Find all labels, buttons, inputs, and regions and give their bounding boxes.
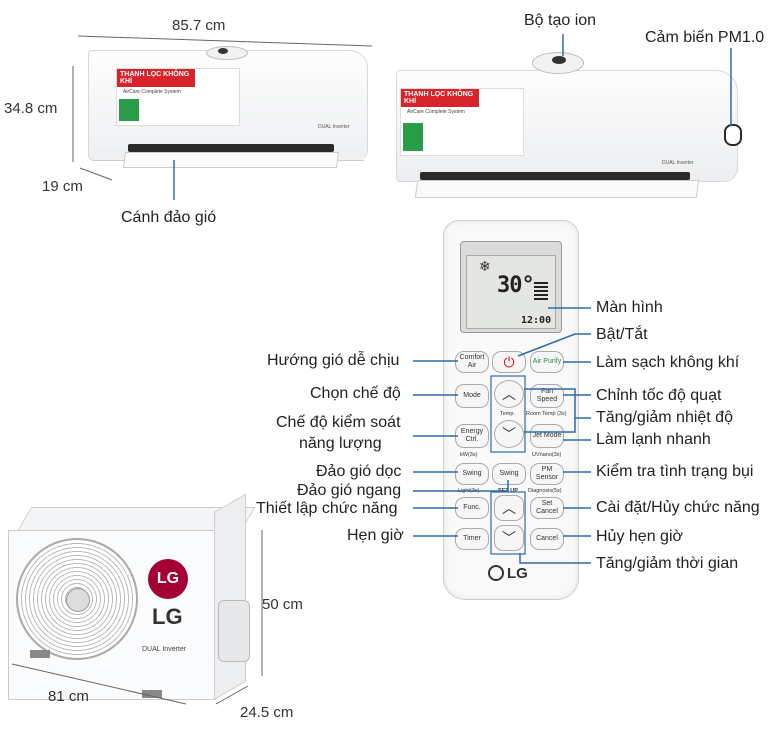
label-purify: Làm sạch không khí (596, 354, 740, 371)
ion-generator-right-dot (552, 56, 566, 64)
temp-label: Temp. (500, 411, 515, 417)
outdoor-valve-cover (218, 600, 250, 662)
outdoor-fan-grille (16, 538, 138, 660)
chevron-up-icon-2: ︿ (502, 500, 516, 516)
fan-bars-icon (534, 282, 548, 300)
outdoor-height: 50 cm (262, 596, 303, 613)
label-func: Thiết lập chức năng (256, 500, 398, 517)
indoor-height: 34.8 cm (4, 100, 58, 117)
uvnano-label: UVnano(3s) (532, 452, 562, 458)
remote-brand: LG (507, 565, 528, 582)
sticker-right: THANH LỌC KHÔNG KHÍ AirCare Complete Sys… (400, 88, 524, 156)
label-time: Tăng/giảm thời gian (596, 555, 739, 572)
label-cancel: Hủy hẹn giờ (596, 528, 683, 545)
display-time: 12:00 (521, 315, 552, 326)
display-temperature: 30° (497, 273, 535, 298)
sticker-left: THANH LỌC KHÔNG KHÍ AirCare Complete Sys… (116, 68, 240, 126)
diagnosis-label: Diagnosis(5s) (528, 488, 562, 494)
sticker-title-right: THANH LỌC KHÔNG KHÍ (401, 89, 479, 107)
label-louver: Cánh đảo gió (121, 209, 217, 226)
outdoor-fan-hub (66, 588, 90, 612)
temp-up-button[interactable]: ︿ (494, 380, 524, 408)
label-swing-h: Đảo gió ngang (297, 482, 402, 499)
outdoor-model: DUAL Inverter (142, 646, 187, 653)
time-up-button[interactable]: ︿ (494, 495, 524, 521)
label-energy-2: năng lượng (299, 435, 382, 452)
label-ion: Bộ tạo ion (524, 12, 597, 29)
sticker-subtitle: AirCare Complete System (123, 89, 181, 95)
outdoor-foot-1 (30, 650, 50, 658)
jet-mode-button[interactable]: Jet Mode (530, 424, 564, 448)
remote-lg-logo (488, 565, 504, 581)
energy-label-right (403, 123, 423, 151)
label-swing-v: Đảo gió dọc (316, 463, 402, 480)
temp-down-button[interactable]: ﹀ (494, 420, 524, 448)
kwh-label: kW(3s) (460, 452, 478, 458)
fan-speed-button[interactable]: Fan Speed (530, 384, 564, 408)
cancel-button[interactable]: Cancel (530, 528, 564, 550)
swing-vertical-button[interactable]: Swing (455, 463, 489, 485)
label-mode: Chọn chế độ (310, 385, 401, 402)
label-pm-sensor: Kiểm tra tình trạng bụi (596, 463, 754, 480)
room-temp-label: Room Temp (3s) (526, 411, 567, 417)
louver-right (420, 172, 690, 180)
indoor-width: 85.7 cm (172, 17, 226, 34)
label-jet: Làm lạnh nhanh (596, 431, 711, 448)
snowflake-icon: ❄ (479, 258, 491, 274)
energy-label (119, 99, 139, 121)
time-down-button[interactable]: ﹀ (494, 525, 524, 551)
chevron-up-icon: ︿ (502, 386, 516, 402)
label-fan: Chỉnh tốc độ quạt (596, 387, 722, 404)
indoor-right-lines (562, 34, 732, 126)
outdoor-depth: 24.5 cm (240, 704, 294, 721)
swing-horizontal-button[interactable]: Swing (492, 463, 526, 485)
power-icon: ⏻ (503, 354, 515, 370)
label-comfort: Hướng gió dễ chịu (267, 352, 400, 369)
label-screen: Màn hình (596, 299, 663, 316)
mode-button[interactable]: Mode (455, 384, 489, 408)
pm-sensor-indoor (724, 124, 742, 146)
label-energy-1: Chế độ kiểm soát (276, 414, 401, 431)
label-set: Cài đặt/Hủy chức năng (596, 499, 760, 516)
comfort-air-button[interactable]: Comfort Air (455, 351, 489, 373)
pm-sensor-button[interactable]: PM Sensor (530, 463, 564, 485)
chevron-down-icon-2: ﹀ (502, 530, 516, 546)
power-button[interactable]: ⏻ (492, 351, 526, 373)
indoor-right-model: DUAL Inverter (662, 160, 694, 166)
dimension-lines-left (72, 35, 373, 200)
outdoor-width: 81 cm (48, 688, 89, 705)
ion-generator-left (206, 46, 248, 60)
chevron-down-icon: ﹀ (502, 426, 516, 442)
indoor-depth: 19 cm (42, 178, 83, 195)
timer-button[interactable]: Timer (455, 528, 489, 550)
ion-generator-left-dot (218, 48, 228, 54)
sticker-title: THANH LỌC KHÔNG KHÍ (117, 69, 195, 87)
outdoor-lg-logo: LG (148, 559, 188, 599)
label-pm: Cảm biến PM1.0 (645, 29, 765, 46)
label-temp: Tăng/giảm nhiệt độ (596, 409, 733, 426)
louver-left (128, 144, 334, 152)
label-timer: Hẹn giờ (347, 527, 404, 544)
outdoor-foot-2 (142, 690, 162, 698)
indoor-left-model: DUAL Inverter (318, 124, 350, 130)
sticker-subtitle-right: AirCare Complete System (407, 109, 465, 115)
label-power: Bật/Tắt (596, 326, 648, 343)
outdoor-brand: LG (152, 604, 183, 629)
